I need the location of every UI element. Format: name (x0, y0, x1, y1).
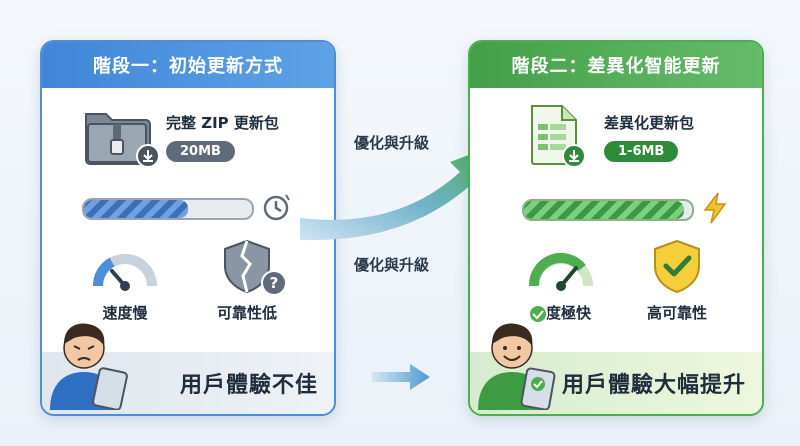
question-icon: ? (261, 270, 287, 300)
stage-one-speed-label: 速度慢 (102, 304, 148, 322)
stage-one-speed-metric: 速度慢 (70, 238, 180, 323)
stage-two-file-name: 差異化更新包 (604, 114, 695, 132)
stage-one-reliability-label: 可靠性低 (216, 304, 277, 322)
check-shield-icon (647, 239, 707, 298)
stage-one-footer-text: 用戶體驗不佳 (179, 373, 318, 398)
zip-folder-icon (82, 104, 152, 170)
stage-one-file-size: 20MB (166, 141, 235, 162)
stage-one-reliability-metric: ? 可靠性低 (192, 238, 302, 323)
happy-user-icon (472, 300, 562, 414)
stage-two-reliability-metric: 高可靠性 (622, 238, 732, 323)
stage-two-reliability-label: 高可靠性 (646, 304, 707, 322)
transition-arrow-icon (372, 362, 432, 396)
stage-two-file-row: 差異化更新包 1-6MB (528, 104, 694, 170)
svg-text:?: ? (270, 274, 279, 292)
fast-gauge-icon (526, 252, 596, 298)
stage-one-file-row: 完整 ZIP 更新包 20MB (82, 104, 279, 170)
clock-icon (262, 192, 292, 226)
download-icon (562, 144, 586, 172)
stage-one-file-name: 完整 ZIP 更新包 (166, 114, 279, 132)
spreadsheet-file-icon (528, 104, 586, 170)
stage-one-progress-row (82, 192, 292, 226)
stage-one-header: 階段一：初始更新方式 (42, 42, 334, 88)
middle-label-top: 優化與升級 (354, 134, 430, 152)
lightning-icon (702, 192, 728, 228)
stage-one-progress-fill (84, 200, 189, 218)
stage-two-footer-text: 用戶體驗大幅提升 (561, 373, 746, 398)
broken-shield-icon: ? (217, 238, 287, 298)
slow-gauge-icon (90, 254, 160, 298)
stage-one-panel: 階段一：初始更新方式 完整 ZIP 更新包 20MB (40, 40, 336, 416)
frustrated-user-icon (44, 306, 134, 414)
stage-two-progress-row (522, 192, 728, 228)
stage-two-panel: 階段二：差異化智能更新 差異化更新包 1-6MB (468, 40, 764, 416)
stage-one-progress-bar (82, 198, 254, 220)
stage-two-progress-bar (522, 199, 694, 221)
middle-label-bottom: 優化與升級 (354, 256, 430, 274)
stage-two-file-size: 1-6MB (604, 141, 679, 162)
stage-two-progress-fill (524, 201, 684, 219)
download-icon (136, 144, 160, 172)
stage-two-header: 階段二：差異化智能更新 (470, 42, 762, 88)
